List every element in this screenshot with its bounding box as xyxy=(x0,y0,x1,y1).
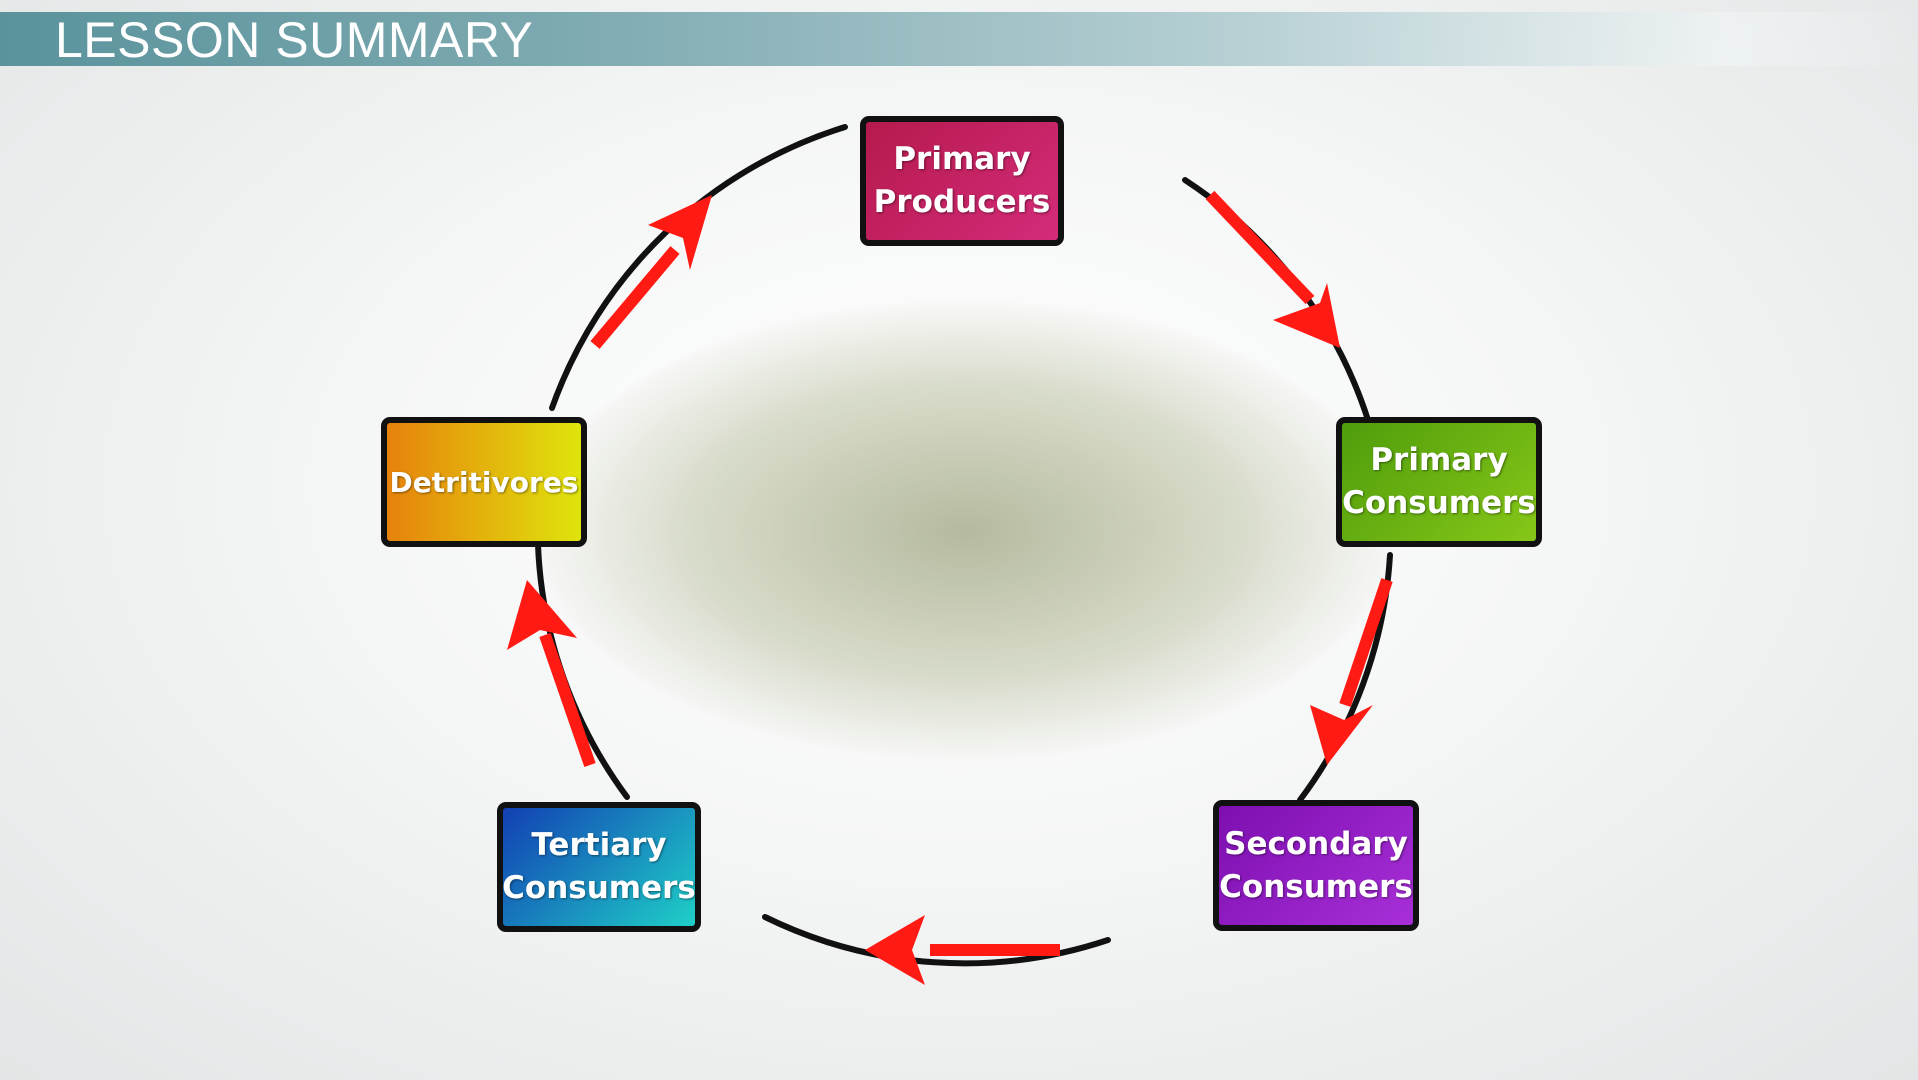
ring-segment-right xyxy=(1300,555,1390,800)
node-primary-consumers-label: Primary Consumers xyxy=(1342,439,1536,525)
arrow-primary-to-secondary xyxy=(1310,580,1387,765)
node-tertiary-consumers-label: Tertiary Consumers xyxy=(502,824,696,910)
arrow-producers-to-consumers xyxy=(1210,195,1340,348)
ring-segment-top-left xyxy=(552,127,845,408)
node-primary-producers-label: Primary Producers xyxy=(866,138,1058,224)
ring-segment-top-right xyxy=(1185,180,1368,420)
arrow-tertiary-to-detritivores xyxy=(507,580,590,765)
node-primary-producers: Primary Producers xyxy=(860,116,1064,246)
node-secondary-consumers: Secondary Consumers xyxy=(1213,800,1419,931)
arrow-secondary-to-tertiary xyxy=(865,915,1060,985)
arrow-detritivores-to-producers xyxy=(595,195,712,345)
node-secondary-consumers-label: Secondary Consumers xyxy=(1219,823,1413,909)
node-tertiary-consumers: Tertiary Consumers xyxy=(497,802,701,932)
node-primary-consumers: Primary Consumers xyxy=(1336,417,1542,547)
node-detritivores: Detritivores xyxy=(381,417,587,547)
node-detritivores-label: Detritivores xyxy=(390,461,579,504)
ring-segment-bottom xyxy=(765,917,1108,963)
